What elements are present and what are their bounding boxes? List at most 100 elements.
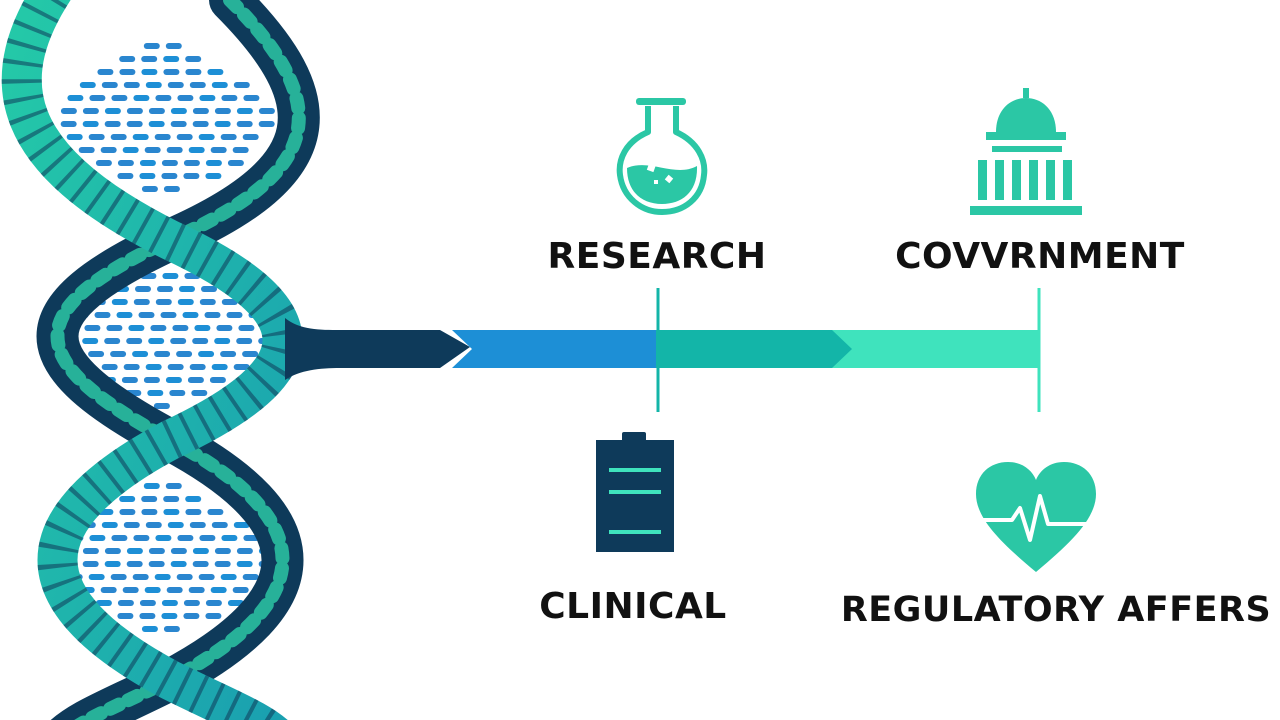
- helix-rung: [141, 496, 158, 502]
- helix-rung: [209, 377, 226, 383]
- helix-rung: [242, 351, 259, 357]
- helix-rung: [154, 351, 171, 357]
- helix-rung: [233, 522, 250, 528]
- helix-rung: [122, 147, 139, 153]
- helix-rung: [135, 286, 151, 292]
- helix-rung: [60, 121, 77, 127]
- helix-rung: [148, 121, 165, 127]
- helix-rung: [242, 134, 259, 140]
- helix-rung: [167, 522, 184, 528]
- helix-rung: [185, 69, 202, 75]
- helix-rung: [104, 121, 121, 127]
- helix-rung: [88, 351, 105, 357]
- helix-rung: [60, 108, 77, 114]
- helix-rung: [128, 325, 145, 331]
- helix-rung: [84, 325, 101, 331]
- helix-rung: [170, 561, 187, 567]
- helix-rung: [236, 108, 253, 114]
- helix-rung: [111, 299, 128, 305]
- helix-rung: [126, 338, 143, 344]
- helix-rung: [183, 600, 200, 606]
- helix-rung: [163, 509, 180, 515]
- helix-rung: [198, 351, 215, 357]
- helix-rung: [78, 147, 95, 153]
- helix-rung: [148, 338, 165, 344]
- helix-rung: [191, 390, 208, 396]
- helix-rung: [110, 134, 127, 140]
- helix-rung: [139, 173, 156, 179]
- helix-rung: [100, 147, 117, 153]
- helix-rung: [117, 173, 134, 179]
- helix-rung: [179, 286, 195, 292]
- helix-rung: [192, 108, 209, 114]
- helix-rung: [176, 134, 193, 140]
- helix-rung: [67, 95, 84, 101]
- helix-rung: [161, 160, 178, 166]
- helix-rung: [176, 351, 193, 357]
- helix-rung: [138, 312, 155, 318]
- helix-rung: [185, 56, 202, 62]
- helix-rung: [126, 108, 143, 114]
- helix-rung: [163, 186, 180, 192]
- helix-rung: [188, 147, 205, 153]
- helix-rung: [123, 82, 140, 88]
- helix-rung: [123, 364, 140, 370]
- helix-rung: [220, 351, 237, 357]
- helix-rung: [163, 56, 180, 62]
- helix-rung: [126, 561, 143, 567]
- timeline-segment-mint: [832, 330, 1040, 368]
- helix-rung: [147, 390, 164, 396]
- helix-rung: [220, 134, 237, 140]
- helix-rung: [207, 69, 224, 75]
- helix-rung: [226, 312, 243, 318]
- helix-rung: [210, 147, 227, 153]
- timeline-segment-teal: [656, 330, 855, 368]
- helix-rung: [201, 286, 217, 292]
- helix-rung: [170, 108, 187, 114]
- helix-rung: [165, 483, 182, 489]
- label-government: COVVRNMENT: [895, 236, 1185, 277]
- helix-rung: [126, 548, 143, 554]
- helix-rung: [150, 325, 167, 331]
- helix-rung: [139, 613, 156, 619]
- helix-rung: [170, 338, 187, 344]
- helix-rung: [242, 574, 259, 580]
- helix-rung: [123, 522, 140, 528]
- helix-rung: [82, 338, 99, 344]
- helix-rung: [177, 299, 194, 305]
- helix-rung: [104, 548, 121, 554]
- helix-rung: [216, 325, 233, 331]
- helix-rung: [104, 108, 121, 114]
- helix-rung: [177, 95, 194, 101]
- helix-rung: [139, 600, 156, 606]
- helix-rung: [232, 147, 249, 153]
- helix-rung: [145, 364, 162, 370]
- helix-rung: [162, 273, 179, 279]
- helix-rung: [166, 147, 183, 153]
- helix-rung: [110, 351, 127, 357]
- helix-rung: [198, 574, 215, 580]
- helix-rung: [199, 299, 216, 305]
- helix-rung: [233, 364, 250, 370]
- helix-rung: [141, 186, 158, 192]
- helix-rung: [104, 561, 121, 567]
- helix-rung: [189, 522, 206, 528]
- helix-rung: [157, 286, 173, 292]
- helix-rung: [161, 173, 178, 179]
- helix-rung: [163, 496, 180, 502]
- helix-rung: [227, 160, 244, 166]
- label-clinical: CLINICAL: [539, 586, 727, 627]
- helix-rung: [188, 587, 205, 593]
- helix-rung: [165, 43, 182, 49]
- helix-rung: [192, 561, 209, 567]
- helix-rung: [82, 121, 99, 127]
- helix-rung: [210, 587, 227, 593]
- helix-rung: [119, 69, 136, 75]
- helix-rung: [161, 613, 178, 619]
- helix-rung: [236, 338, 253, 344]
- helix-rung: [169, 390, 186, 396]
- helix-rung: [154, 134, 171, 140]
- helix-rung: [214, 548, 231, 554]
- helix-rung: [258, 121, 275, 127]
- helix-rung: [233, 82, 250, 88]
